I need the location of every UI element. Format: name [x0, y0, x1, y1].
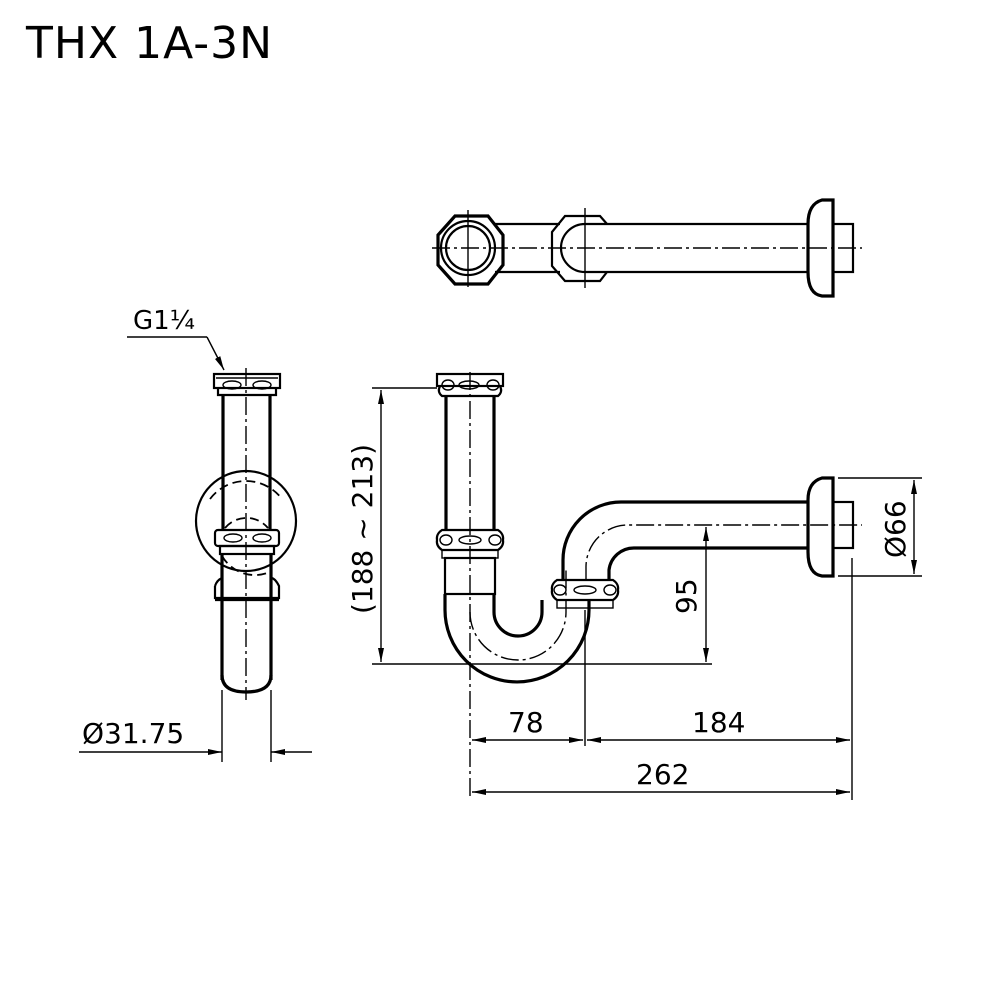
trap-width-dim: 78: [508, 706, 544, 739]
model-title: THX 1A-3N: [26, 18, 274, 69]
pipe-diameter-dim: Ø31.75: [82, 717, 184, 750]
side-view: G1¼ Ø31.75: [79, 306, 312, 762]
thread-label: G1¼: [133, 306, 195, 336]
top-view: [432, 198, 862, 298]
front-view: (188 ~ 213) 95 Ø66 78 184 262: [346, 372, 922, 800]
trap-depth-dim: 95: [670, 578, 703, 614]
total-length-dim: 262: [636, 758, 689, 791]
flange-diameter-dim: Ø66: [879, 500, 912, 558]
height-range-dim: (188 ~ 213): [346, 444, 379, 614]
wall-offset-dim: 184: [692, 706, 745, 739]
